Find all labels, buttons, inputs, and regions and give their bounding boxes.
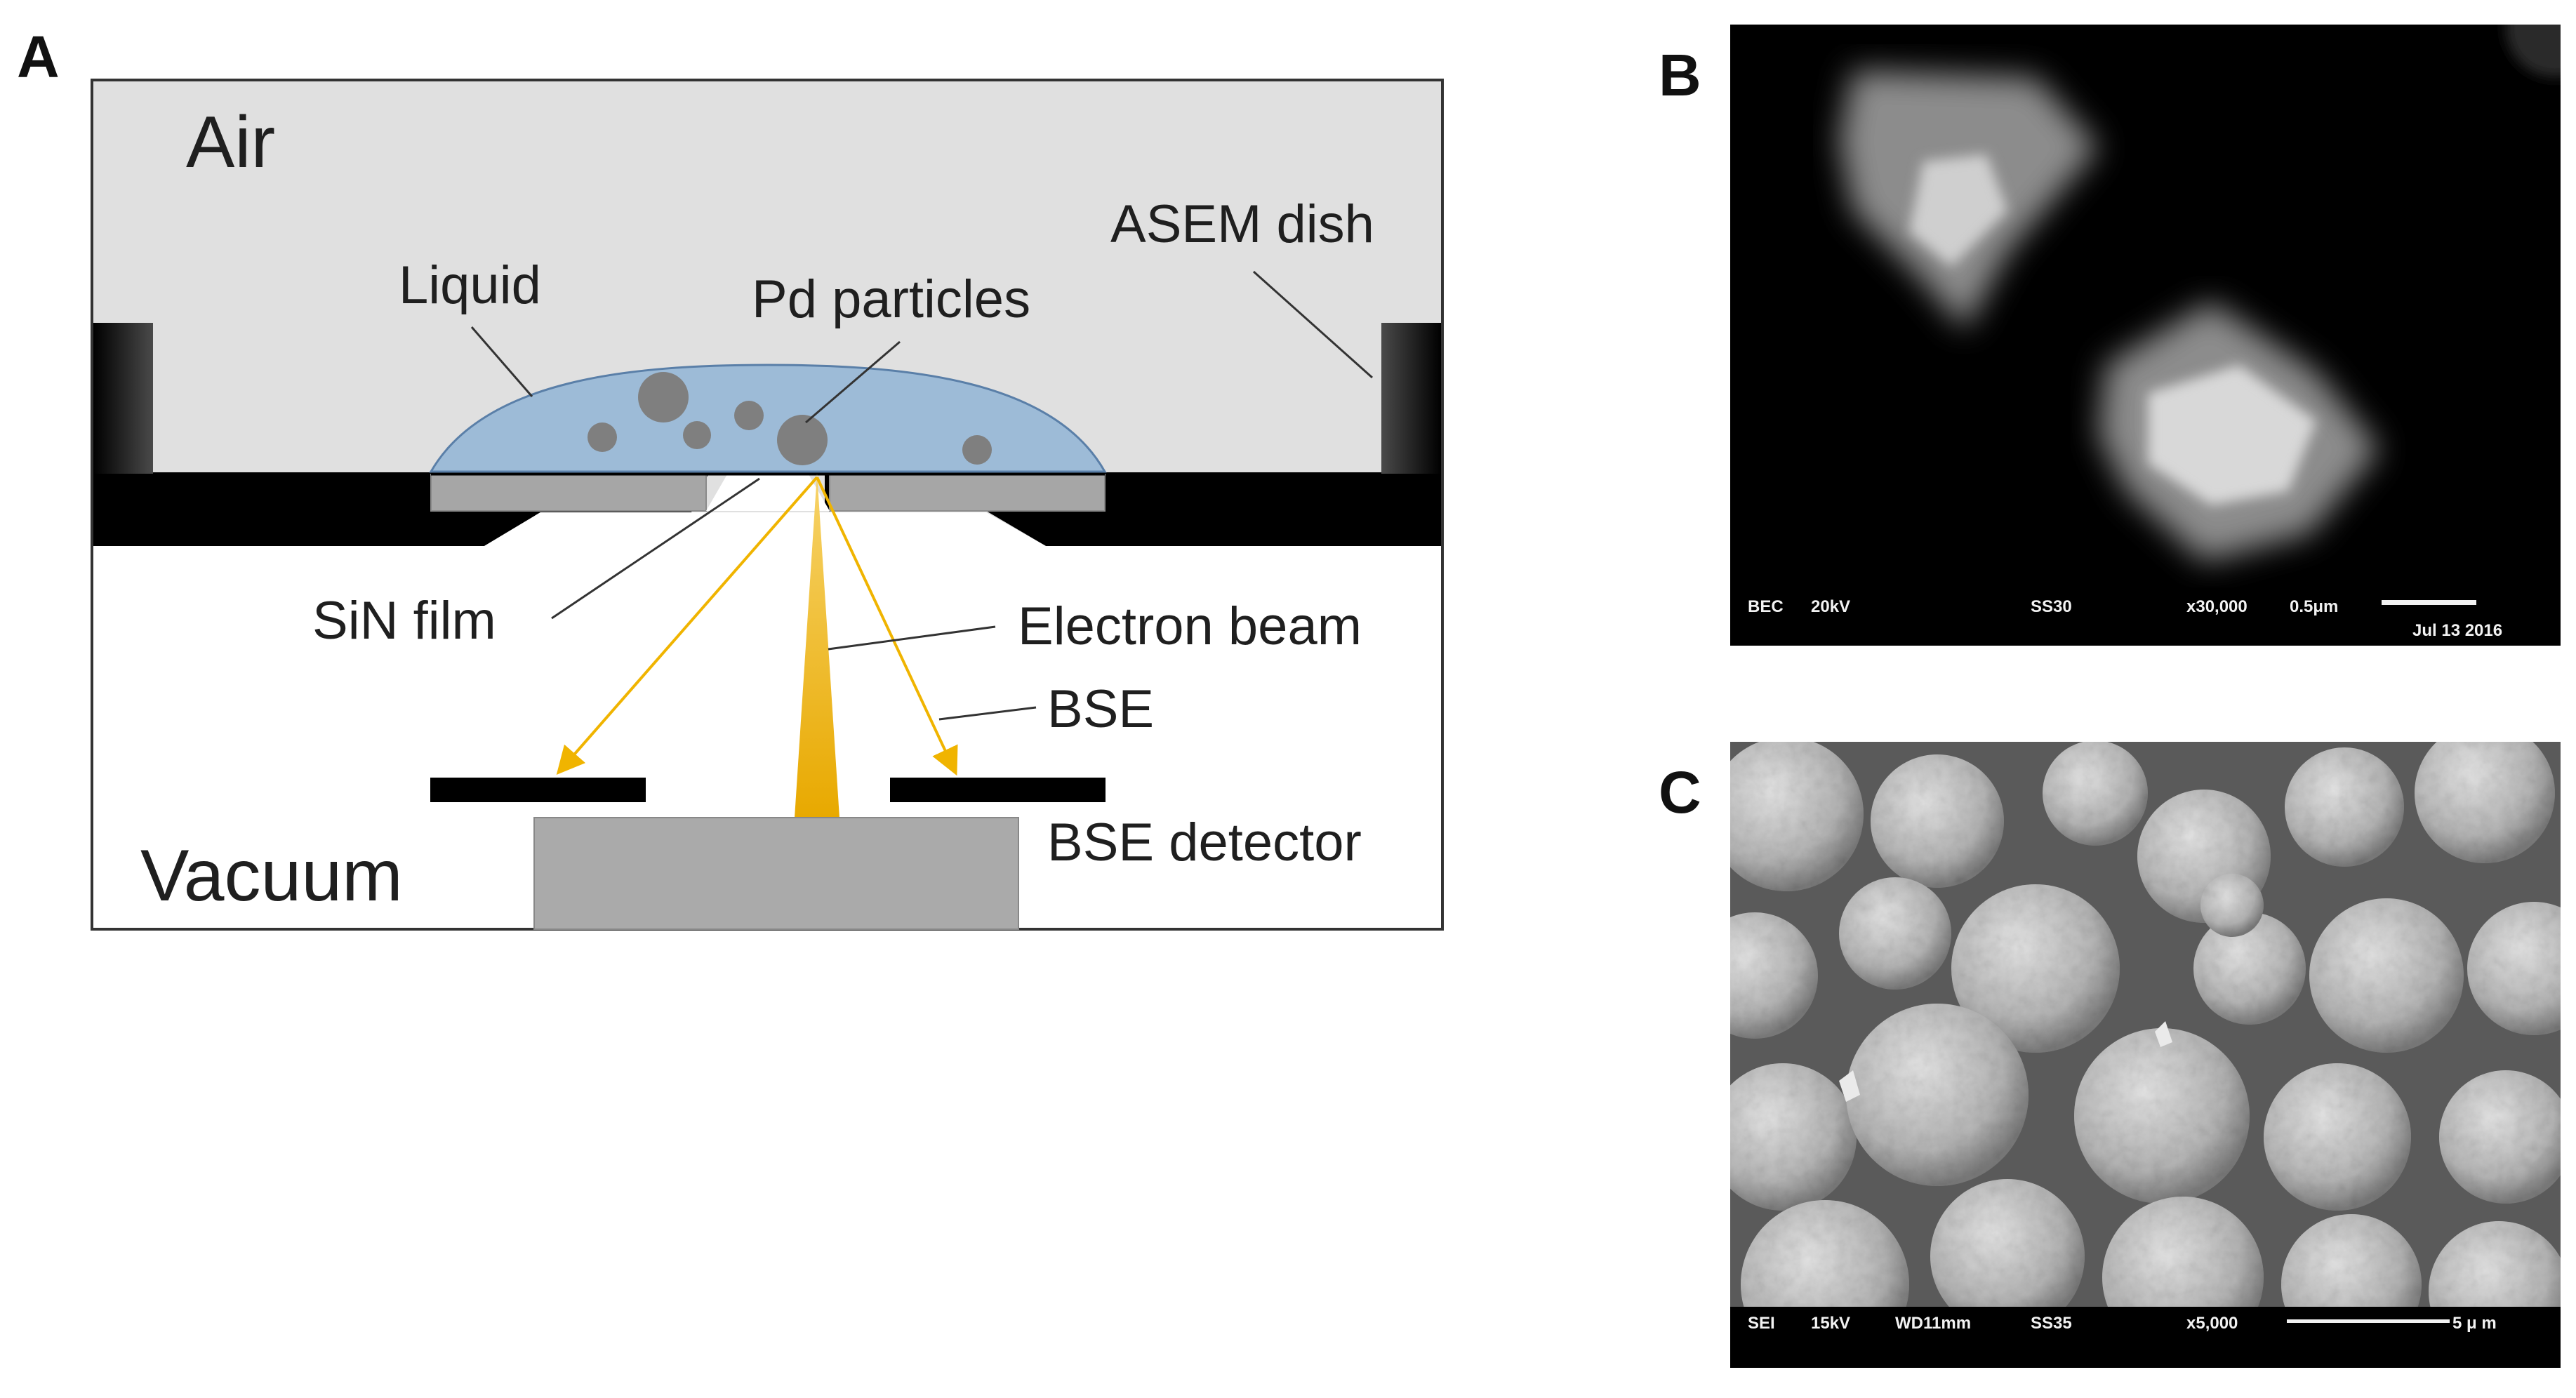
pd-particle: [734, 401, 764, 430]
leader-pd: [805, 340, 901, 424]
c-magnification: x5,000: [2186, 1314, 2238, 1333]
leader-asem: [1253, 270, 1373, 379]
c-scale-bar: [2287, 1319, 2450, 1323]
micrograph-c-infobar: [1730, 1307, 2561, 1368]
b-magnification: x30,000: [2186, 597, 2248, 616]
panel-c-letter: C: [1659, 759, 1701, 825]
dish-opening: [484, 512, 1046, 546]
electron-beam: [795, 474, 839, 818]
b-mode: BEC: [1748, 597, 1784, 616]
detector-column: [533, 817, 1019, 930]
sin-window-frame-right: [829, 474, 1106, 512]
panel-a-letter: A: [17, 24, 60, 90]
leader-beam: [828, 625, 996, 651]
b-scale: 0.5μm: [2290, 597, 2338, 616]
label-liquid: Liquid: [399, 255, 541, 315]
label-sin-film: SiN film: [312, 591, 496, 651]
leader-sin: [551, 477, 760, 620]
label-air: Air: [186, 102, 275, 183]
dish-right-wall: [1381, 323, 1441, 474]
micrograph-b: BEC 20kV SS30 x30,000 0.5μm Jul 13 2016: [1730, 25, 2561, 646]
pd-particle: [638, 372, 689, 422]
label-asem-dish: ASEM dish: [1110, 194, 1374, 254]
b-date: Jul 13 2016: [2412, 621, 2502, 640]
c-spot: SS35: [2031, 1314, 2072, 1333]
b-scale-bar: [2382, 600, 2476, 605]
label-pd-particles: Pd particles: [752, 269, 1030, 329]
label-bse: BSE: [1047, 679, 1154, 739]
dish-left-wall: [93, 323, 153, 474]
micrograph-b-infobar: [1730, 618, 2561, 646]
micrograph-c: SEI 15kV WD11mm SS35 x5,000 5 μ m: [1730, 742, 2561, 1368]
c-mode: SEI: [1748, 1314, 1775, 1333]
c-wd: WD11mm: [1895, 1314, 1971, 1333]
bse-detector-plate-right: [890, 778, 1106, 802]
b-voltage: 20kV: [1811, 597, 1850, 616]
asem-schematic: Air ASEM dish Liquid Pd particles SiN fi…: [91, 79, 1444, 931]
pd-particle: [683, 421, 711, 449]
c-scale: 5 μ m: [2452, 1314, 2497, 1333]
leader-liquid: [470, 326, 533, 397]
panel-b-letter: B: [1659, 42, 1701, 108]
sin-window-frame-left: [430, 474, 707, 512]
bse-arrow-right: [816, 477, 958, 776]
pd-particle: [587, 422, 617, 452]
label-vacuum: Vacuum: [140, 835, 403, 917]
label-electron-beam: Electron beam: [1018, 597, 1362, 656]
pd-particle: [777, 415, 828, 465]
label-bse-detector: BSE detector: [1047, 813, 1362, 872]
pd-particles: [587, 372, 992, 465]
c-voltage: 15kV: [1811, 1314, 1850, 1333]
bse-arrow-left: [556, 476, 818, 775]
bse-detector-plate-left: [430, 778, 646, 802]
leader-bse: [938, 706, 1037, 721]
microsphere-cluster: [1730, 742, 2561, 1368]
b-spot: SS30: [2031, 597, 2072, 616]
pd-particle: [962, 435, 992, 465]
window-bevel: [706, 474, 830, 511]
